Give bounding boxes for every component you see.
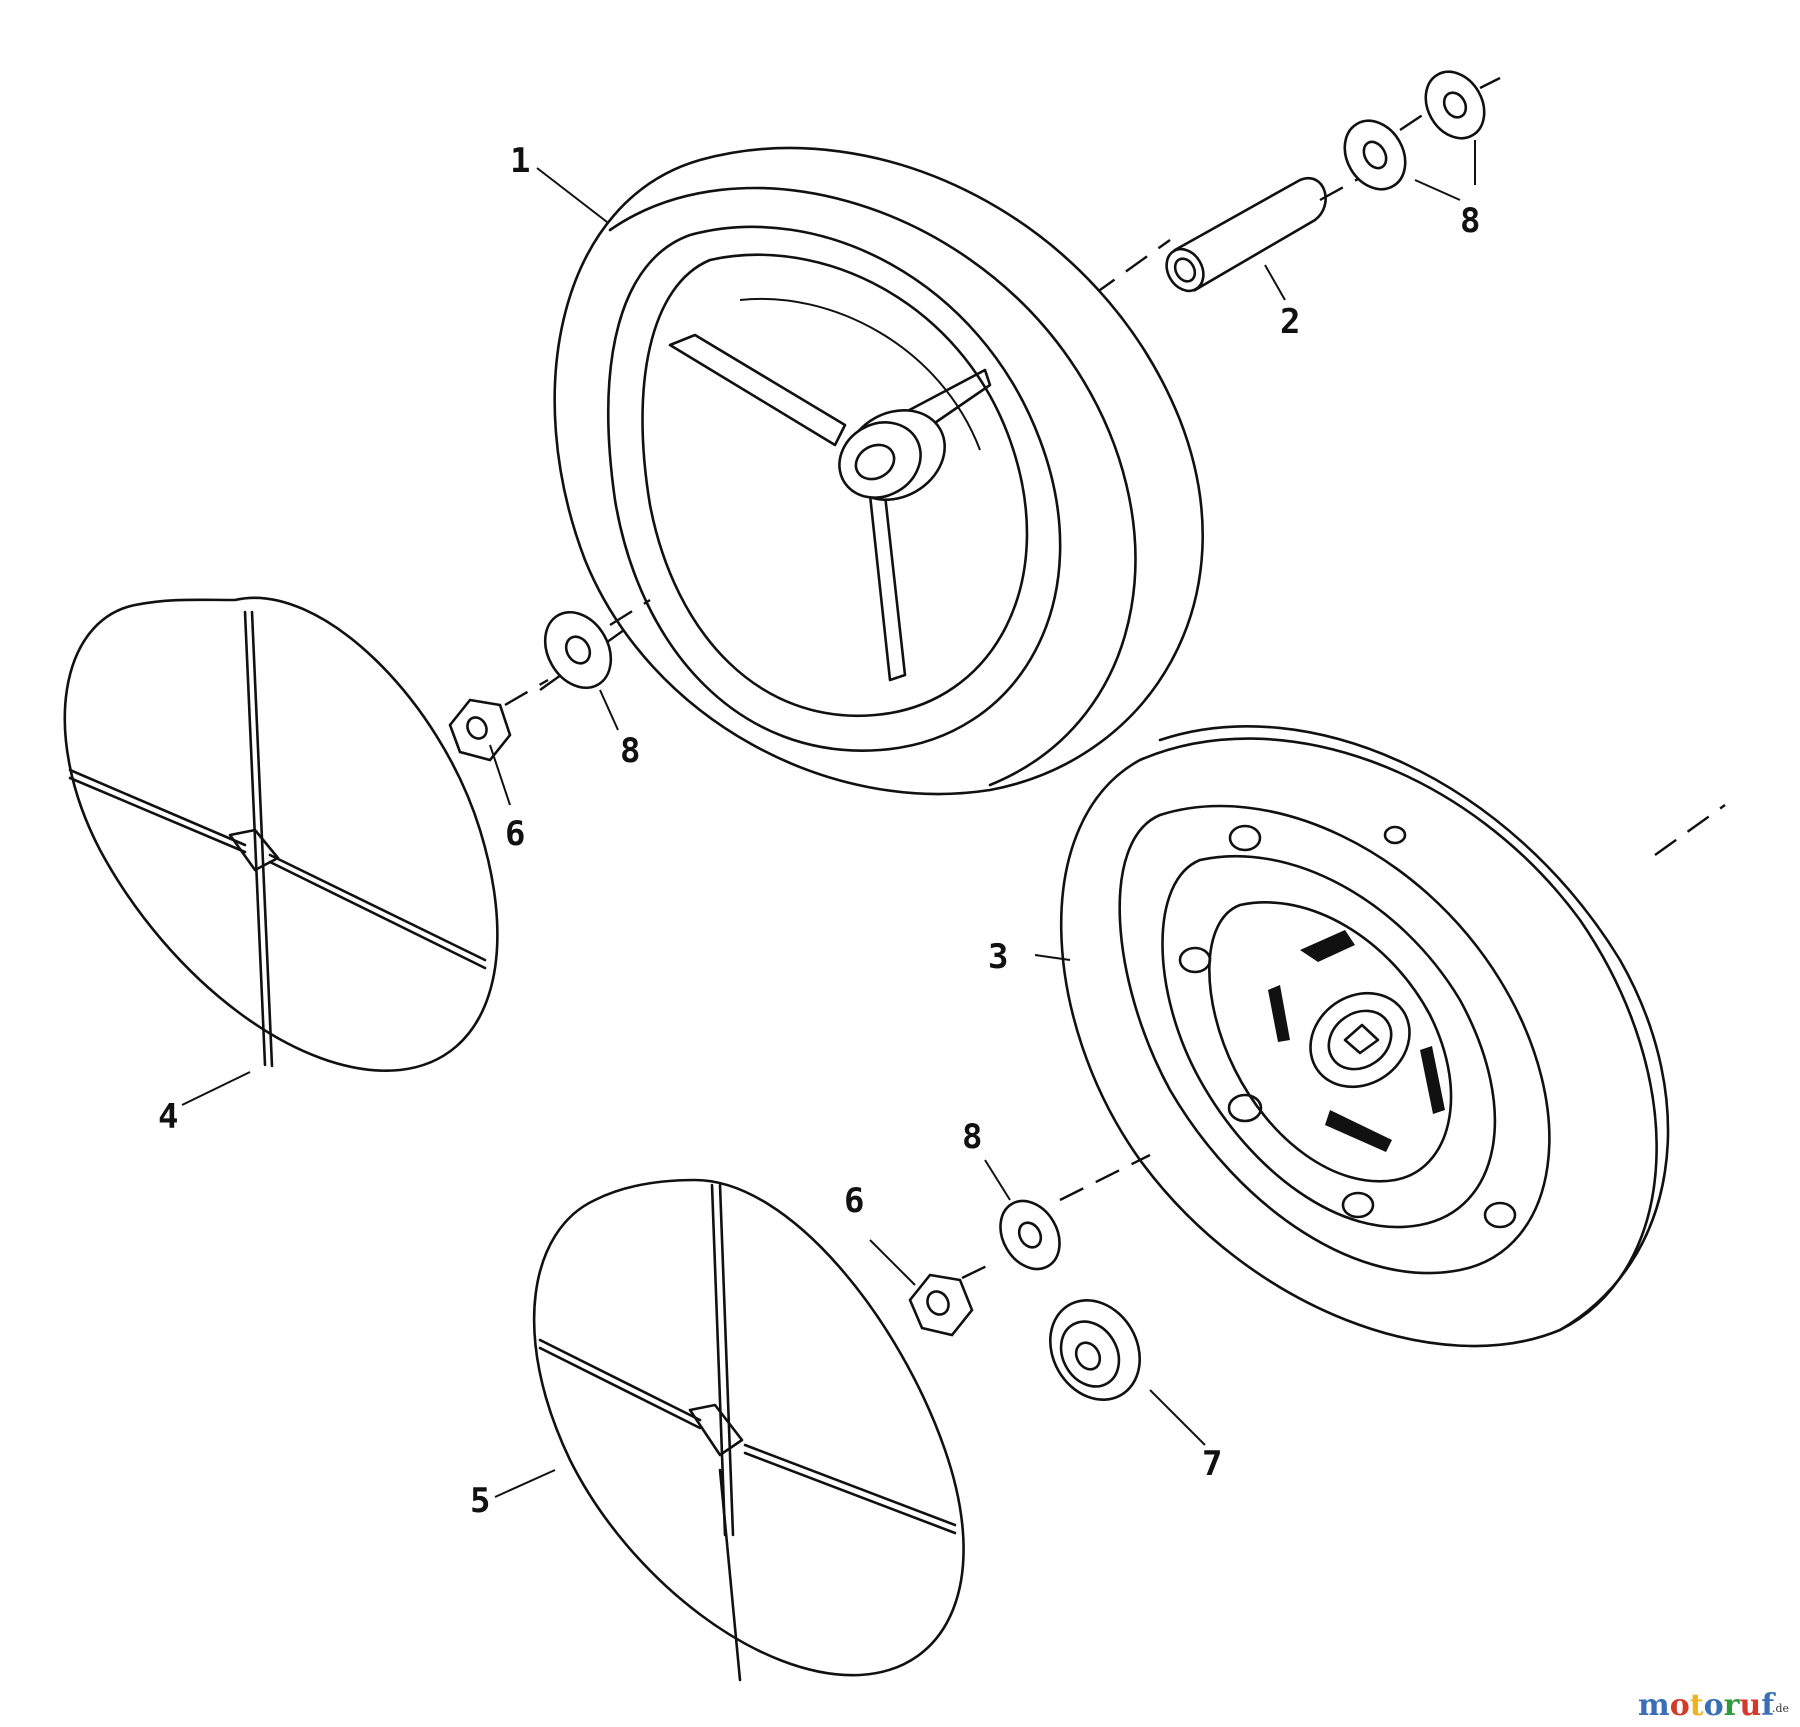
hubcap-5-rib-b [718, 1468, 742, 1682]
wheel-3 [1059, 725, 1670, 1348]
hub-bore [854, 443, 896, 481]
rim-shadow [739, 297, 981, 451]
hubcap-4-center [228, 828, 280, 872]
watermark-logo: motoruf .de [1638, 1688, 1789, 1723]
dimple [1228, 824, 1262, 852]
nut-upper [448, 698, 512, 762]
slot [1420, 1046, 1445, 1114]
hubcap-5-rib-v2 [718, 1183, 735, 1537]
dimple [1341, 1191, 1375, 1219]
dimple [1483, 1201, 1517, 1229]
hubcap-4-rib-l [68, 768, 247, 847]
hubcap-5-disc [532, 1178, 965, 1677]
hub-3-bore [1343, 1023, 1380, 1055]
axle-line-wheel-3 [1654, 804, 1726, 856]
hubcap-4-disc [63, 596, 499, 1072]
leader-4 [181, 1071, 251, 1106]
hubcap-5-rib-r [743, 1443, 957, 1527]
callout-6-upper: 6 [505, 814, 525, 854]
rim-3-inner [1208, 901, 1453, 1183]
dimple [1383, 825, 1407, 845]
axle-line-washers [1399, 109, 1431, 131]
rim-3-outer [1118, 804, 1551, 1275]
callout-8-upper: 8 [620, 731, 640, 771]
axle-line-nut [504, 678, 549, 707]
leader-8a [599, 689, 619, 731]
leader-5 [494, 1469, 556, 1498]
rim-3-mid [1161, 854, 1497, 1229]
hubcap-5-rib-l2 [538, 1346, 702, 1430]
leader-3 [1034, 954, 1071, 961]
slot [1300, 930, 1355, 962]
callout-8-lower: 8 [962, 1117, 982, 1157]
dimple [1178, 946, 1212, 974]
hubcap-5 [532, 1178, 965, 1682]
leader-6a [489, 744, 511, 806]
dimple [1227, 1093, 1263, 1123]
washer-top-2 [1424, 70, 1486, 140]
leader-7 [1149, 1389, 1206, 1446]
slot [1268, 985, 1290, 1042]
leader-6b [869, 1239, 916, 1286]
hub-3-ring [1327, 1009, 1393, 1071]
hubcap-4-rib-l2 [68, 776, 247, 854]
callout-3: 3 [988, 937, 1008, 977]
watermark-suffix: .de [1772, 1702, 1789, 1715]
spoke-left [668, 333, 847, 447]
wheel-1 [539, 146, 1204, 796]
callout-4: 4 [158, 1097, 178, 1137]
leader-8b [984, 1159, 1011, 1201]
callout-2: 2 [1280, 302, 1300, 342]
washer-upper [543, 610, 613, 690]
callout-1: 1 [510, 141, 530, 181]
hubcap-5-rib-r2 [743, 1451, 957, 1535]
callout-numbers: 1 2 3 4 5 6 6 7 8 8 8 [158, 141, 1480, 1521]
watermark-text: motoruf [1638, 1688, 1776, 1723]
washer-top-1 [1343, 119, 1407, 191]
washer-lower [999, 1199, 1061, 1271]
axle-line-end [1479, 76, 1501, 90]
spacer-tube [1165, 176, 1327, 293]
callout-5: 5 [470, 1481, 490, 1521]
axle-line-lower [1059, 1153, 1151, 1202]
hubcap-4 [63, 596, 499, 1072]
hubcap-4-rib-r [268, 853, 487, 962]
tube-end [1165, 247, 1205, 293]
hubcap-5-rib-l [538, 1338, 702, 1422]
callout-6-lower: 6 [844, 1181, 864, 1221]
tire-3-tread-edge [1158, 725, 1670, 1332]
leader-lines [181, 140, 1476, 1498]
tube-end-bore [1173, 257, 1197, 283]
hubcap-5-rib-v [710, 1183, 727, 1537]
tire-tread-edge [608, 186, 1137, 787]
callout-7: 7 [1202, 1444, 1222, 1484]
hubcap-5-center [688, 1403, 744, 1457]
leader-2 [1264, 264, 1286, 301]
axle-line-tube [1319, 176, 1361, 202]
slot [1325, 1110, 1392, 1152]
hubcap-4-rib-v [243, 610, 267, 1067]
tube-body [1173, 176, 1327, 292]
leader-1 [536, 167, 608, 223]
rim-inner [641, 253, 1029, 718]
hubcap-4-rib-r2 [268, 860, 487, 970]
axle-line-washer-upper [609, 598, 651, 627]
callout-8-top: 8 [1460, 201, 1480, 241]
leader-8c-1 [1414, 179, 1461, 201]
nut-lower [908, 1273, 974, 1337]
rim-outer [607, 225, 1062, 752]
axle-line-nut-lower [961, 1260, 996, 1280]
bearing-cap [1048, 1299, 1142, 1401]
